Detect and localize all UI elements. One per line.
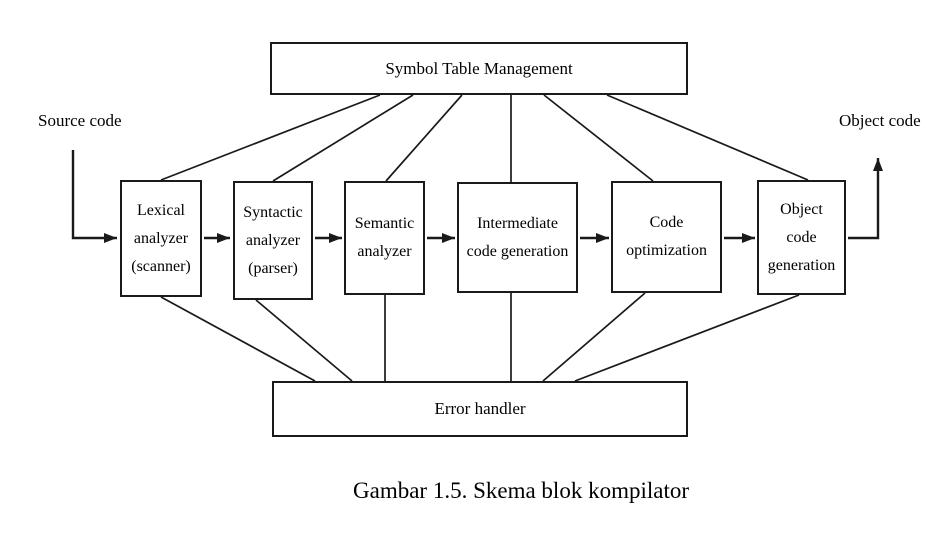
lexical-analyzer-box: Lexical analyzer (scanner) [120, 180, 202, 297]
figure-caption: Gambar 1.5. Skema blok kompilator [353, 478, 689, 503]
source-code-label: Source code [38, 111, 122, 130]
symbol-link-semantic [385, 94, 463, 182]
box-label-line: generation [767, 256, 836, 274]
error-handler-label: Error handler [434, 399, 526, 418]
box-label-line: optimization [626, 242, 707, 259]
box-label-line: Syntactic [243, 203, 303, 221]
box-label-line: (scanner) [131, 257, 191, 275]
error-link-lexical [160, 296, 316, 382]
symbol-link-code-optimization [543, 94, 654, 182]
box-label-line: Lexical [137, 201, 185, 219]
box-label-line: code [786, 228, 817, 246]
symbol-table-management-box: Symbol Table Management [270, 42, 688, 95]
error-link-syntactic [255, 299, 353, 382]
error-handler-box: Error handler [272, 381, 688, 437]
box-label-line: analyzer [245, 231, 301, 249]
error-link-object-code [574, 294, 800, 382]
box-label-line: analyzer [357, 243, 412, 260]
symbol-link-syntactic [272, 94, 414, 182]
error-handler-links [160, 292, 800, 382]
symbol-table-links [160, 94, 809, 182]
syntactic-analyzer-box: Syntactic analyzer (parser) [233, 181, 313, 300]
error-link-code-optimization [542, 292, 646, 382]
flow-arrows [71, 150, 883, 243]
symbol-table-management-label: Symbol Table Management [385, 58, 573, 78]
box-label-line: Semantic [354, 215, 415, 232]
box-label-line: (parser) [248, 259, 298, 277]
object-code-generation-box: Object code generation [757, 180, 846, 295]
symbol-link-lexical [160, 94, 381, 181]
intermediate-code-generation-box: Intermediate code generation [457, 182, 578, 293]
semantic-analyzer-box: Semantic analyzer [344, 181, 425, 295]
box-label-line: analyzer [133, 229, 189, 247]
box-label-line: Code [649, 214, 684, 231]
object-code-arrow [848, 158, 883, 240]
symbol-link-object-code [606, 94, 809, 181]
code-optimization-box: Code optimization [611, 181, 722, 293]
box-label-line: code generation [466, 242, 569, 260]
box-label-line: Object [780, 200, 823, 218]
object-code-label: Object code [839, 111, 921, 130]
source-code-arrow [71, 150, 117, 243]
box-label-line: Intermediate [477, 214, 558, 232]
